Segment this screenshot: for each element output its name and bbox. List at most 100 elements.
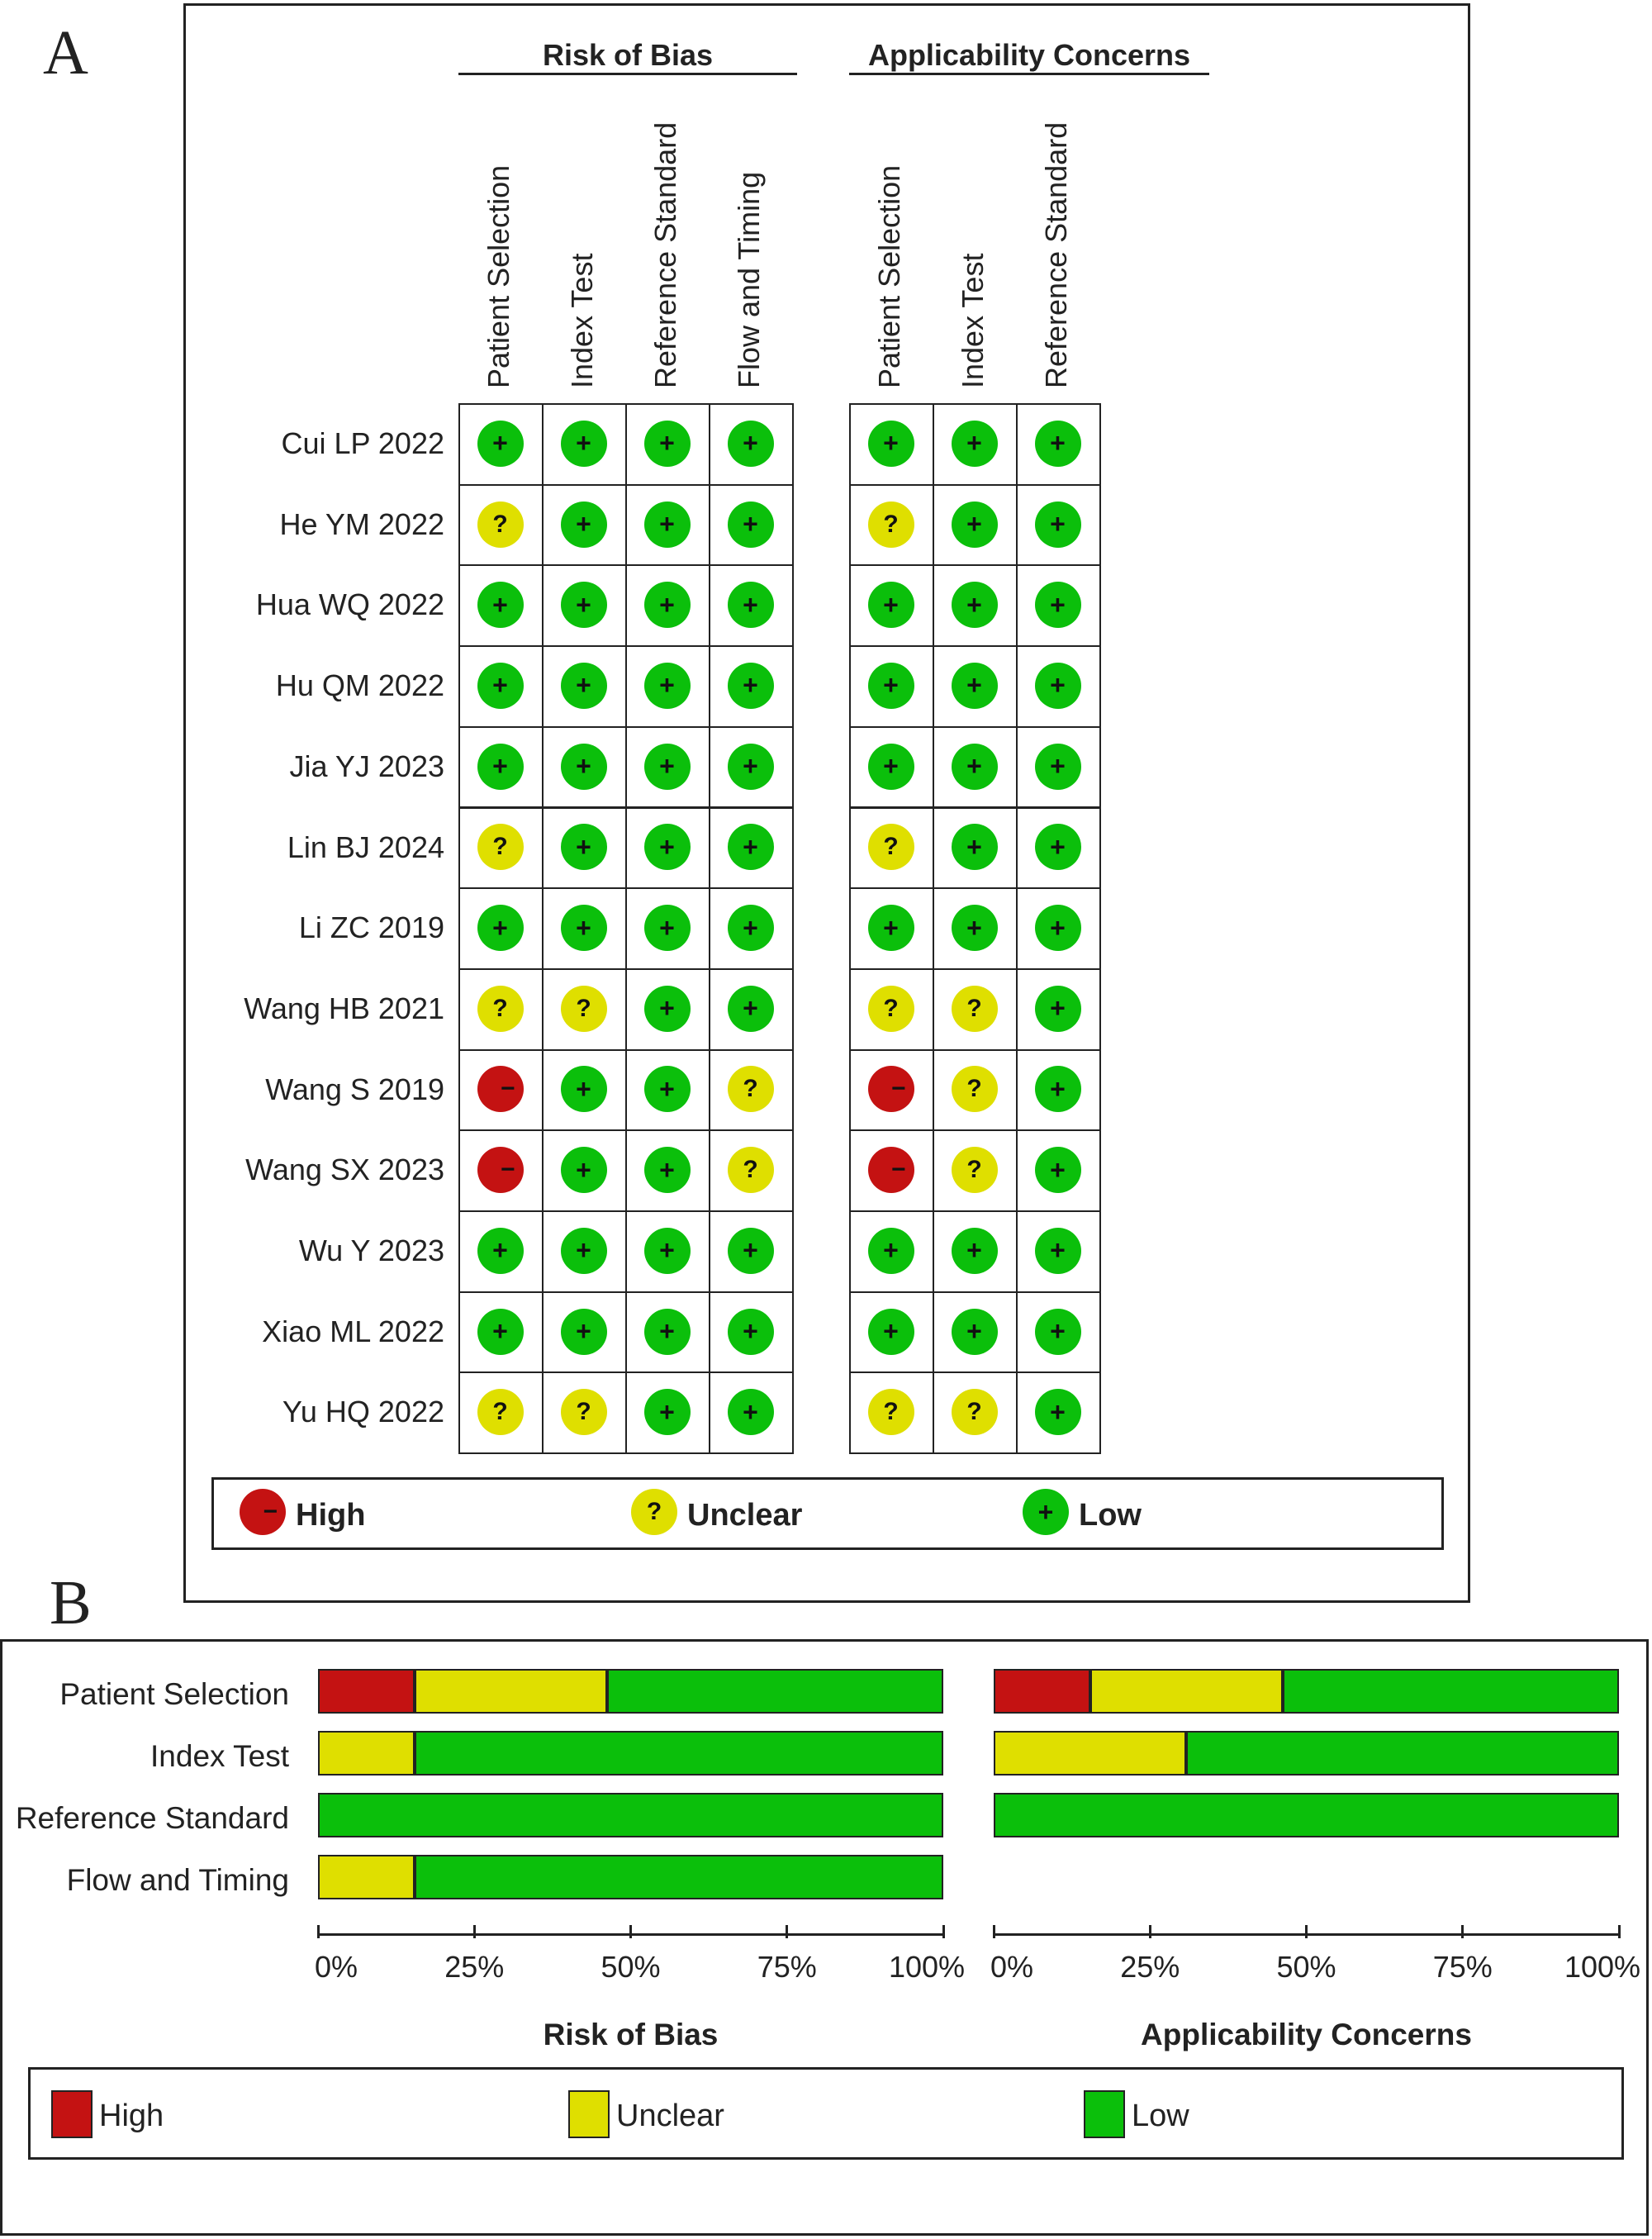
bar-segment-applicability-concerns-index-test-low (1186, 1731, 1619, 1776)
bar-segment-risk-of-bias-index-test-low (414, 1731, 943, 1776)
judgement-low-dot: + (727, 1227, 774, 1274)
bar-segment-risk-of-bias-flow-and-timing-unclear (318, 1855, 415, 1899)
x-tick-label-risk-of-bias: 0% (314, 1950, 358, 1984)
x-tick-applicability-concerns (1148, 1925, 1151, 1938)
judgement-unclear-dot: ? (727, 1066, 774, 1113)
legend-unclear-label: Unclear (687, 1498, 803, 1533)
judgement-low-dot: + (560, 501, 607, 548)
grid-cell (709, 1371, 794, 1455)
judgement-low-dot: + (1034, 905, 1081, 952)
bar-segment-applicability-concerns-patient-selection-high (994, 1669, 1090, 1714)
judgement-low-dot: + (560, 1227, 607, 1274)
judgement-low-dot: + (727, 1308, 774, 1355)
legend-low-label: Low (1079, 1498, 1142, 1533)
x-tick-risk-of-bias (942, 1925, 945, 1938)
judgement-low-dot: + (643, 501, 691, 548)
judgement-low-dot: + (867, 905, 914, 952)
bar-segment-applicability-concerns-index-test-unclear (994, 1731, 1187, 1776)
judgement-low-dot: + (477, 743, 524, 790)
judgement-high-dot: − (477, 1066, 524, 1113)
judgement-unclear-dot: ? (477, 824, 524, 871)
judgement-low-dot: + (727, 420, 774, 467)
judgement-high-dot: − (477, 1147, 524, 1194)
bar-segment-risk-of-bias-index-test-unclear (318, 1731, 415, 1776)
column-header-rob-patient-selection: Patient Selection (482, 164, 515, 388)
applicability-group-title: Applicability Concerns (867, 38, 1191, 72)
x-tick-label-risk-of-bias: 25% (444, 1950, 505, 1984)
judgement-low-dot: + (867, 420, 914, 467)
bar-segment-applicability-concerns-reference-standard-low (994, 1793, 1619, 1837)
judgement-low-dot: + (477, 662, 524, 709)
x-tick-risk-of-bias (786, 1925, 789, 1938)
x-tick-label-applicability-concerns: 0% (990, 1950, 1034, 1984)
judgement-unclear-dot: ? (477, 1389, 524, 1436)
study-label-wang-sx-2023: Wang SX 2023 (245, 1153, 444, 1187)
axis-title-applicability-concerns: Applicability Concerns (1141, 2018, 1472, 2051)
bar-segment-applicability-concerns-patient-selection-unclear (1089, 1669, 1283, 1714)
judgement-low-dot: + (727, 824, 774, 871)
study-label-he-ym-2022: He YM 2022 (279, 506, 444, 541)
judgement-low-dot: + (560, 662, 607, 709)
applicability-group-underline (849, 73, 1209, 75)
column-header-rob-flow-and-timing: Flow and Timing (732, 171, 766, 388)
category-label-index-test: Index Test (150, 1739, 289, 1773)
x-tick-label-applicability-concerns: 50% (1276, 1950, 1336, 1984)
judgement-low-dot: + (643, 1389, 691, 1436)
judgement-low-dot: + (477, 905, 524, 952)
judgement-low-dot: + (867, 1308, 914, 1355)
column-header-app-reference-standard: Reference Standard (1039, 121, 1073, 388)
risk-of-bias-group-title: Risk of Bias (542, 38, 714, 72)
judgement-low-dot: + (643, 1066, 691, 1113)
judgement-unclear-dot: ? (477, 985, 524, 1032)
judgement-low-dot: + (1034, 1147, 1081, 1194)
study-label-wang-s-2019: Wang S 2019 (265, 1072, 444, 1106)
panel-b-frame (0, 1639, 1649, 2236)
risk-of-bias-group-underline (458, 73, 797, 75)
legend-b-unclear-label: Unclear (616, 2099, 724, 2133)
judgement-low-dot: + (643, 1227, 691, 1274)
judgement-unclear-dot: ? (951, 1066, 998, 1113)
judgement-unclear-dot: ? (560, 1389, 607, 1436)
judgement-low-dot: + (643, 1308, 691, 1355)
judgement-low-dot: + (477, 1227, 524, 1274)
study-label-hu-qm-2022: Hu QM 2022 (275, 668, 444, 703)
column-header-rob-reference-standard: Reference Standard (648, 121, 682, 388)
judgement-unclear-dot: ? (951, 1147, 998, 1194)
judgement-low-dot: + (951, 1308, 998, 1355)
x-tick-applicability-concerns (1305, 1925, 1308, 1938)
panel-b-label: B (50, 1568, 92, 1638)
judgement-low-dot: + (1034, 824, 1081, 871)
judgement-low-dot: + (560, 1066, 607, 1113)
judgement-unclear-dot: ? (867, 824, 914, 871)
judgement-low-dot: + (560, 905, 607, 952)
x-tick-risk-of-bias (629, 1925, 632, 1938)
study-label-hua-wq-2022: Hua WQ 2022 (255, 587, 444, 622)
judgement-low-dot: + (727, 985, 774, 1032)
study-label-lin-bj-2024: Lin BJ 2024 (287, 830, 444, 864)
bar-segment-risk-of-bias-reference-standard-low (318, 1793, 943, 1837)
study-label-wu-y-2023: Wu Y 2023 (298, 1234, 444, 1267)
judgement-low-dot: + (477, 420, 524, 467)
judgement-low-dot: + (727, 501, 774, 548)
x-tick-label-risk-of-bias: 50% (601, 1950, 661, 1984)
legend-b-unclear-swatch (568, 2090, 610, 2138)
judgement-low-dot: + (727, 905, 774, 952)
x-tick-applicability-concerns (1461, 1925, 1464, 1938)
study-label-li-zc-2019: Li ZC 2019 (298, 910, 444, 945)
legend-a-box (211, 1477, 1444, 1550)
study-label-yu-hq-2022: Yu HQ 2022 (282, 1395, 444, 1429)
panel-a-frame (183, 3, 1470, 1603)
study-label-wang-hb-2021: Wang HB 2021 (244, 991, 444, 1025)
bar-segment-applicability-concerns-patient-selection-low (1282, 1669, 1619, 1714)
judgement-low-dot: + (1034, 662, 1081, 709)
x-tick-applicability-concerns (992, 1925, 995, 1938)
grid-cell (1016, 1371, 1101, 1455)
judgement-low-dot: + (867, 743, 914, 790)
judgement-unclear-dot: ? (867, 1389, 914, 1436)
x-tick-label-applicability-concerns: 25% (1120, 1950, 1180, 1984)
judgement-unclear-dot: ? (867, 501, 914, 548)
judgement-low-dot: + (1034, 1308, 1081, 1355)
judgement-low-dot: + (643, 582, 691, 629)
study-label-xiao-ml-2022: Xiao ML 2022 (262, 1314, 444, 1348)
judgement-unclear-dot: ? (867, 985, 914, 1032)
